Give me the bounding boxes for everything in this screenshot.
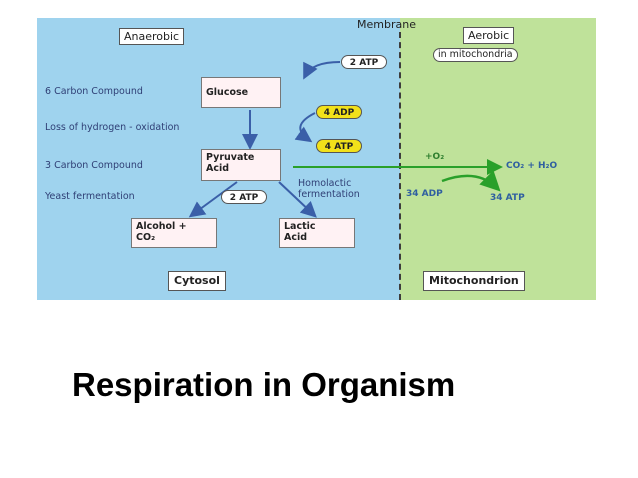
arrow-2atp-curve — [303, 61, 341, 80]
products-label: CO₂ + H₂O — [506, 161, 558, 171]
slide-title: Respiration in Organism — [72, 366, 456, 403]
homolactic-label: Homolactic fermentation — [298, 178, 360, 200]
aerobic-header: Aerobic — [463, 27, 515, 44]
pill-2atp-top: 2 ATP — [341, 55, 387, 69]
arrow-pyruvate-to-lactic — [278, 181, 317, 218]
arrow-pyruvate-to-alcohol — [188, 181, 238, 218]
membrane-label: Membrane — [357, 18, 416, 31]
o2-label: +O₂ — [425, 152, 445, 162]
arrow-34adp-to-34atp — [441, 170, 501, 192]
mitochondrion-label: Mitochondrion — [423, 271, 525, 291]
pill-4adp: 4 ADP — [316, 105, 362, 119]
pill-2atp-mid: 2 ATP — [221, 190, 267, 204]
pyruvate-box: Pyruvate Acid — [201, 149, 281, 181]
label-loss-hydrogen: Loss of hydrogen - oxidation — [45, 122, 180, 133]
glucose-box: Glucose — [201, 77, 281, 108]
lactic-box: Lactic Acid — [279, 218, 355, 248]
adp34-label: 34 ADP — [406, 189, 443, 199]
label-yeast: Yeast fermentation — [45, 191, 135, 202]
arrows-layer — [188, 61, 503, 218]
arrow-4adp-to-4atp — [294, 112, 316, 143]
cytosol-label: Cytosol — [168, 271, 226, 291]
pill-4atp: 4 ATP — [316, 139, 362, 153]
alcohol-box: Alcohol + CO₂ — [131, 218, 217, 248]
label-3-carbon: 3 Carbon Compound — [45, 160, 143, 171]
respiration-diagram: Anaerobic Membrane Aerobic in mitochondr… — [37, 18, 596, 300]
in-mitochondria-label: in mitochondria — [433, 48, 518, 62]
label-6-carbon: 6 Carbon Compound — [45, 86, 143, 97]
atp34-label: 34 ATP — [490, 193, 525, 203]
anaerobic-header: Anaerobic — [119, 28, 185, 45]
